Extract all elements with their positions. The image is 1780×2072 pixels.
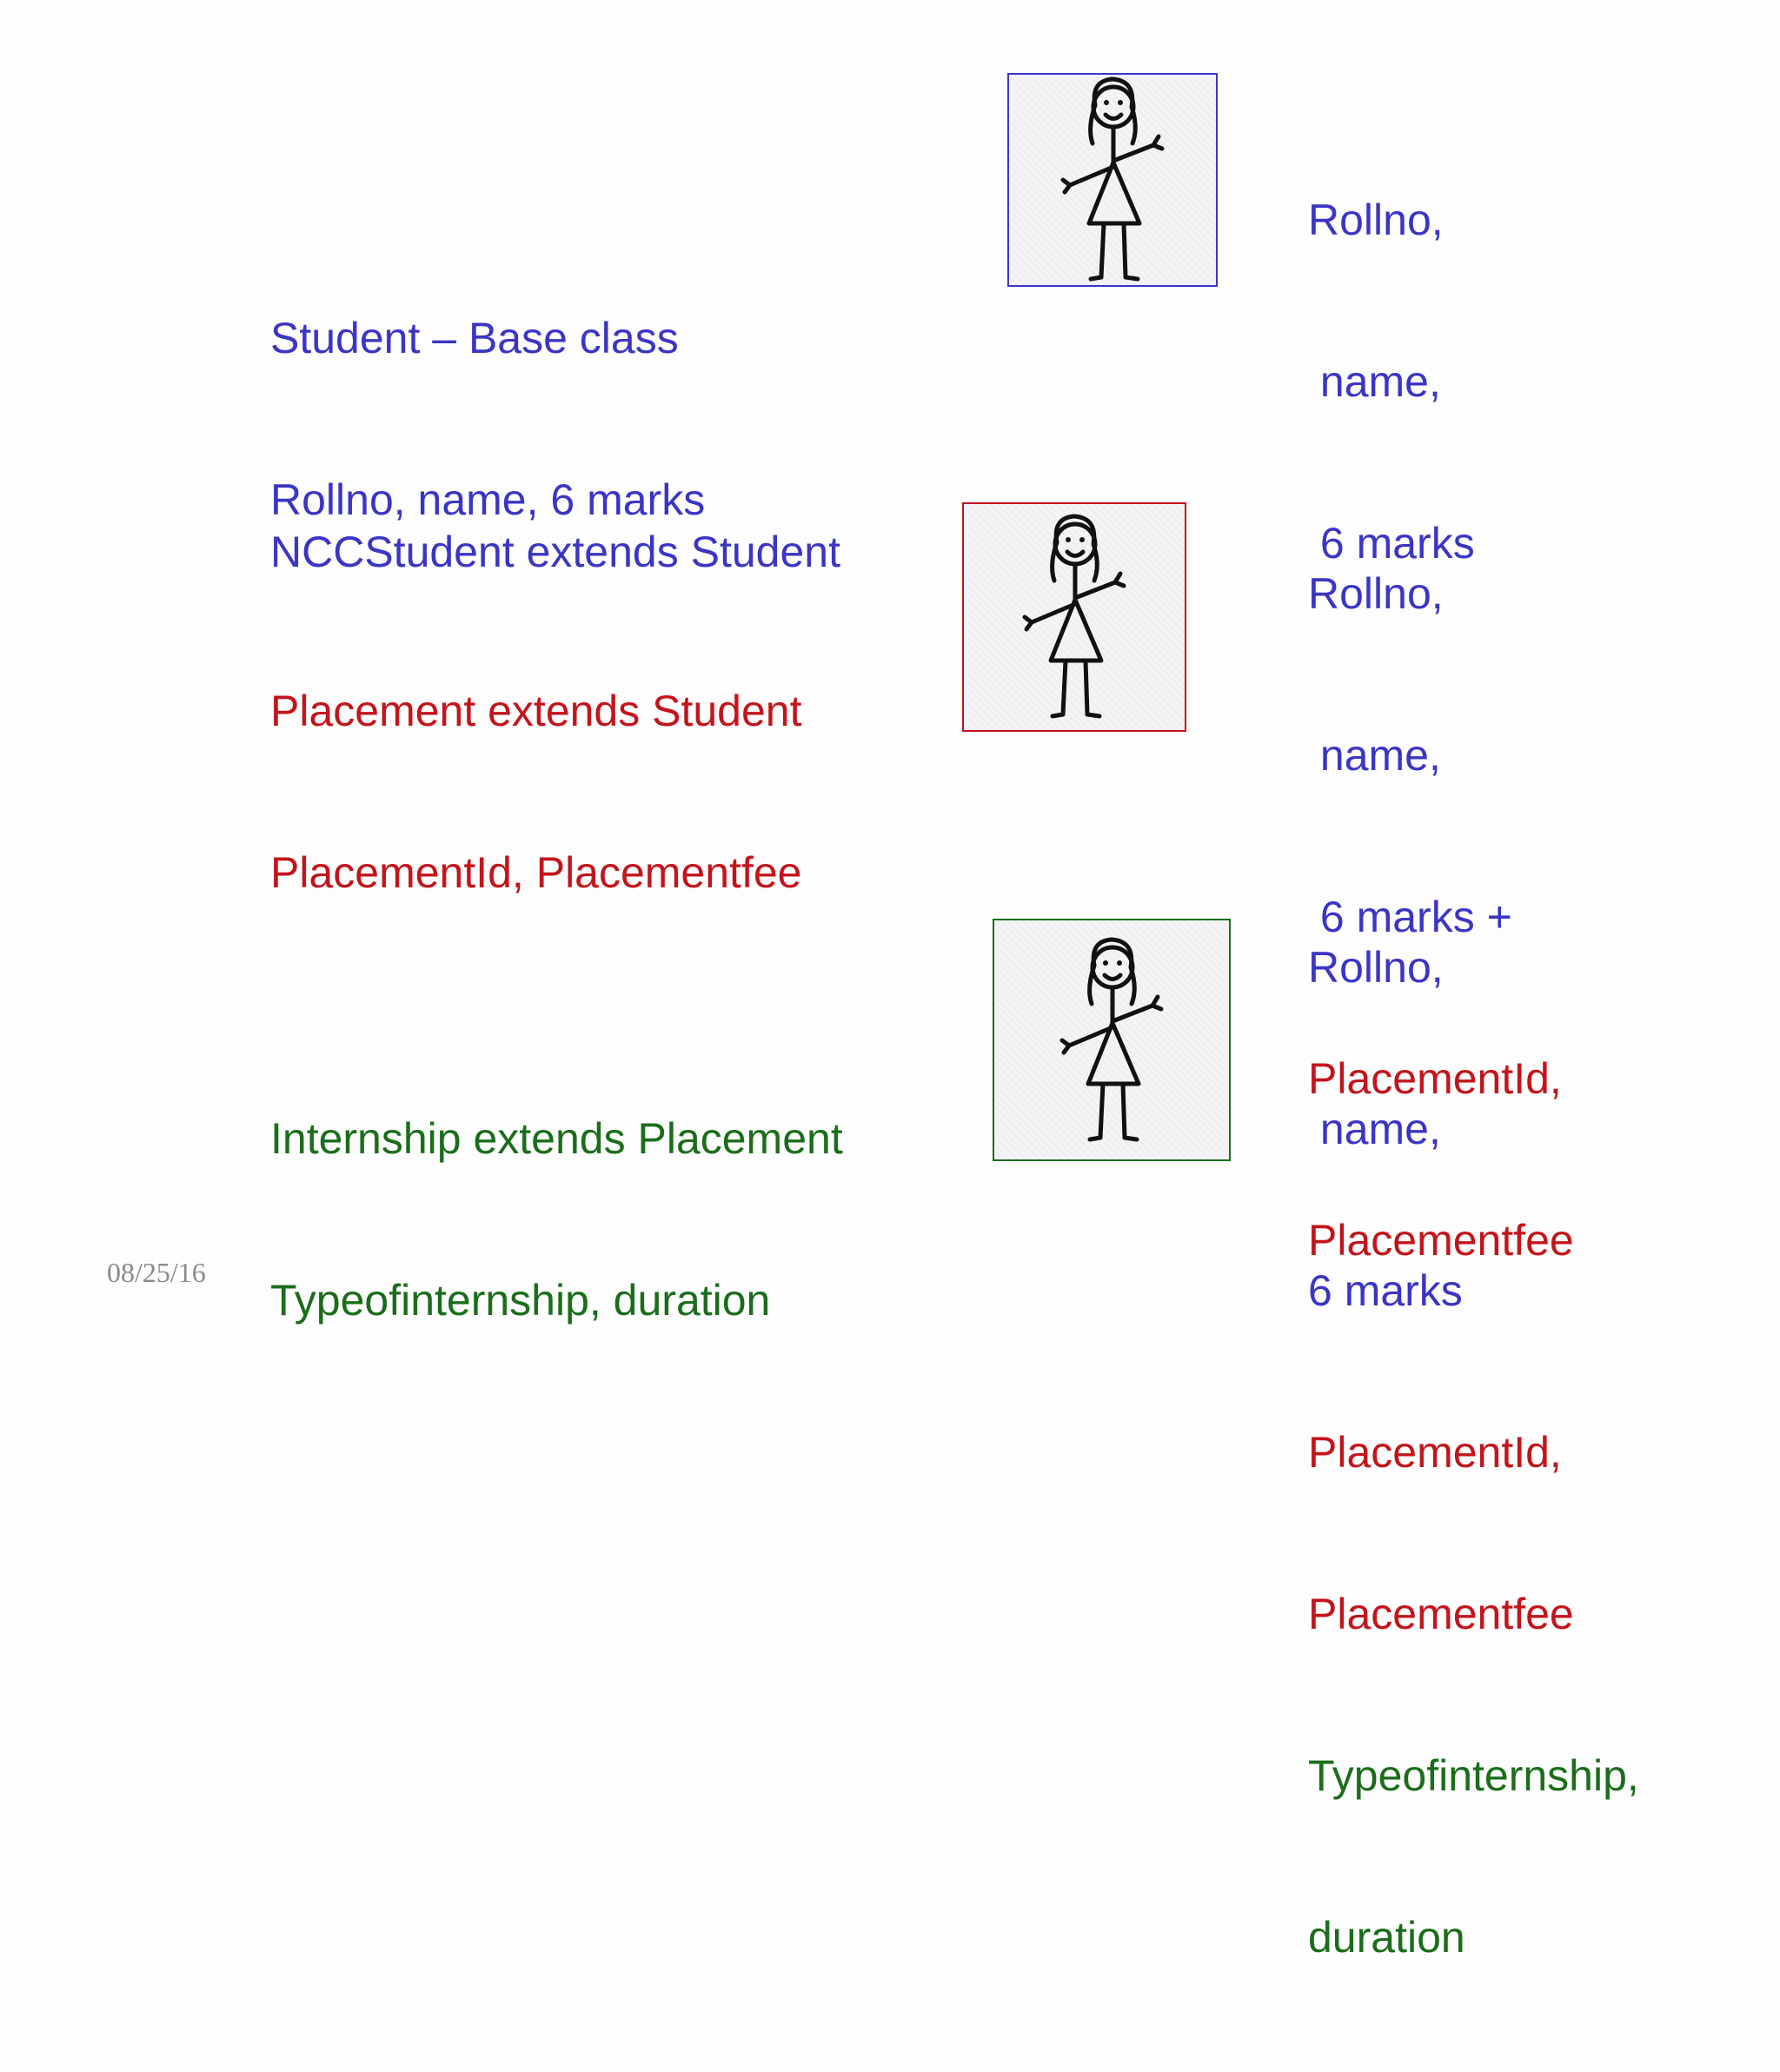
internship-fields: Typeofinternship, duration <box>270 1276 771 1325</box>
duration-label: duration <box>1308 1913 1465 1962</box>
internship-type-label: Typeofinternship, <box>1308 1751 1639 1800</box>
placement-fee-label: Placementfee <box>1308 1216 1574 1265</box>
rollno-label: Rollno, <box>1308 569 1444 618</box>
student-base-class-text: Student – Base class Rollno, name, 6 mar… <box>270 203 705 634</box>
stick-figure-girl-icon <box>1059 937 1164 1141</box>
stick-figure-girl-icon <box>1060 76 1165 282</box>
slide: Student – Base class Rollno, name, 6 mar… <box>107 73 1639 1962</box>
name-label: name, <box>1308 1105 1441 1153</box>
placement-id-label: PlacementId, <box>1308 1428 1562 1477</box>
ncc-heading: NCCStudent extends Student <box>270 528 840 576</box>
name-label: name, <box>1308 731 1441 780</box>
placement-text: Placement extends Student PlacementId, P… <box>270 576 802 1007</box>
student-figure-frame <box>1007 73 1218 287</box>
marks-label: 6 marks <box>1308 519 1475 568</box>
rollno-label: Rollno, <box>1308 196 1444 244</box>
rollno-label: Rollno, <box>1308 943 1444 992</box>
placement-fields-list: Rollno, name, 6 marks + PlacementId, Pla… <box>1308 459 1574 1375</box>
placement-heading: Placement extends Student <box>270 687 802 735</box>
placement-fields: PlacementId, Placementfee <box>270 848 802 897</box>
internship-figure-frame <box>993 919 1231 1161</box>
internship-fields-list: Rollno, name, 6 marks PlacementId, Place… <box>1308 833 1639 2072</box>
marks-label: 6 marks <box>1308 1266 1463 1315</box>
ncc-student-text: NCCStudent extends Student <box>270 417 840 687</box>
internship-text: Internship extends Placement Typeofinter… <box>270 1004 843 1435</box>
placement-figure-frame <box>962 502 1186 732</box>
student-fields-list: Rollno, name, 6 marks <box>1308 85 1475 678</box>
marks-label: 6 marks + <box>1308 893 1512 941</box>
name-label: name, <box>1308 357 1441 406</box>
student-fields: Rollno, name, 6 marks <box>270 475 706 524</box>
placement-fee-label: Placementfee <box>1308 1590 1574 1638</box>
placement-id-label: PlacementId, <box>1308 1054 1562 1103</box>
student-heading: Student – Base class <box>270 314 679 362</box>
stick-figure-girl-icon <box>1022 514 1126 719</box>
internship-heading: Internship extends Placement <box>270 1114 843 1163</box>
footer-date: 08/25/16 <box>107 1257 206 1288</box>
